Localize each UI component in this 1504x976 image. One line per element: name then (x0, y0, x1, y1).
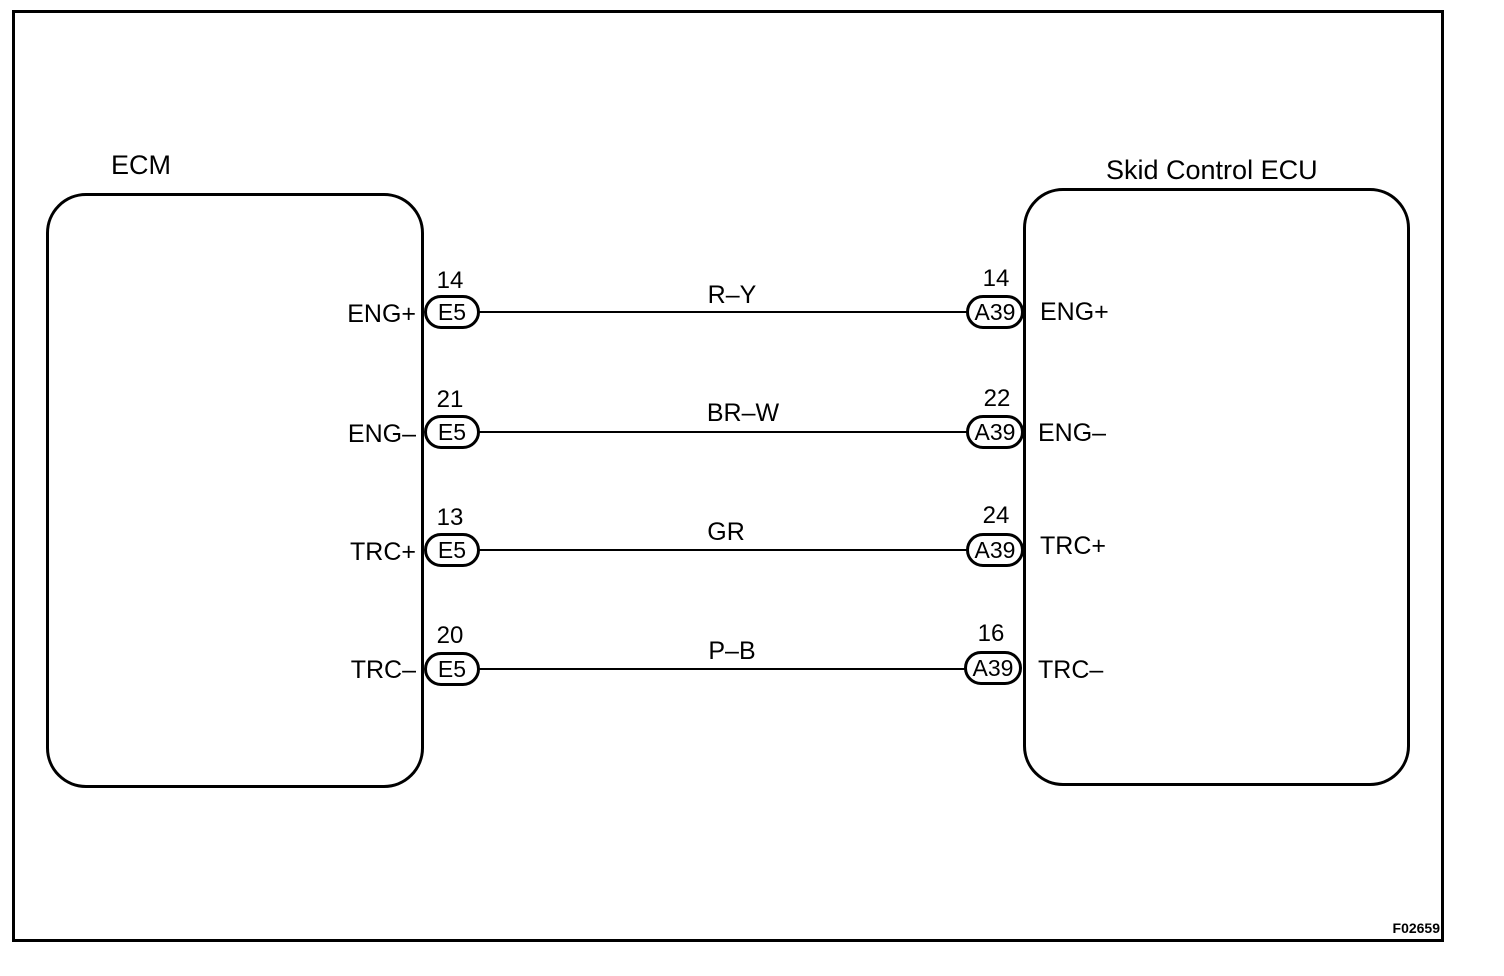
skid-terminal-label: TRC– (1038, 656, 1104, 684)
ecm-module (46, 193, 424, 788)
skid-connector-badge: A39 (964, 651, 1022, 685)
ecm-terminal-label: TRC+ (350, 538, 416, 566)
skid-connector-badge: A39 (966, 295, 1024, 329)
skid-connector-badge: A39 (966, 415, 1024, 449)
skid-connector-badge: A39 (966, 533, 1024, 567)
skid-pin-number: 22 (983, 385, 1011, 412)
wire-color-label: BR–W (706, 399, 780, 427)
ecm-terminal-label: TRC– (350, 656, 416, 684)
skid-terminal-label: ENG– (1038, 419, 1107, 447)
skid-pin-number: 14 (982, 265, 1010, 292)
figure-id: F02659 (1392, 920, 1440, 936)
ecm-pin-number: 20 (436, 622, 464, 649)
skid-control-ecu-title: Skid Control ECU (1106, 155, 1318, 185)
skid-terminal-label: ENG+ (1040, 298, 1109, 326)
ecm-pin-number: 14 (436, 267, 464, 294)
wire-color-label: GR (707, 518, 745, 546)
skid-control-ecu-module (1023, 188, 1410, 786)
ecm-connector-badge: E5 (424, 415, 480, 449)
ecm-title: ECM (111, 150, 171, 180)
ecm-connector-badge: E5 (424, 295, 480, 329)
ecm-pin-number: 21 (436, 386, 464, 413)
diagram-frame (12, 10, 1444, 942)
skid-terminal-label: TRC+ (1040, 532, 1106, 560)
ecm-terminal-label: ENG– (347, 420, 416, 448)
wire-color-label: P–B (708, 637, 756, 665)
ecm-terminal-label: ENG+ (347, 300, 416, 328)
skid-pin-number: 16 (977, 620, 1005, 647)
skid-pin-number: 24 (982, 502, 1010, 529)
ecm-connector-badge: E5 (424, 533, 480, 567)
wire-color-label: R–Y (707, 281, 757, 309)
ecm-pin-number: 13 (436, 504, 464, 531)
ecm-connector-badge: E5 (424, 652, 480, 686)
